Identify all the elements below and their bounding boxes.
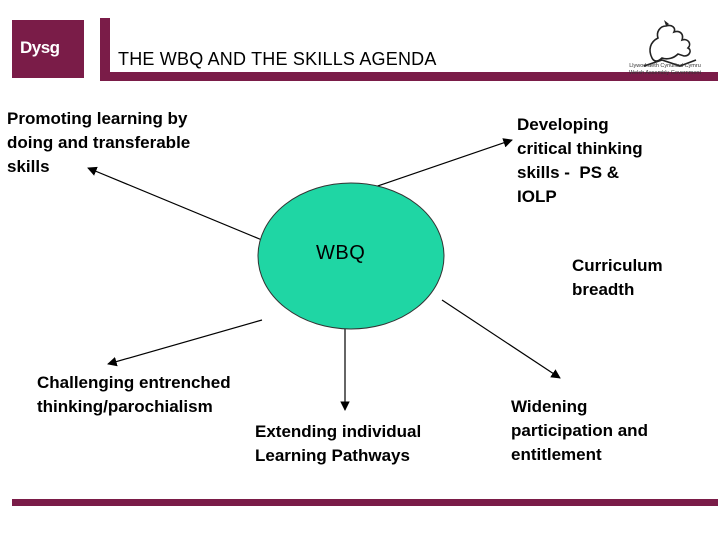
arrow-to-challenging — [107, 319, 263, 367]
dragon-crest-icon — [643, 20, 697, 67]
node-curriculum-breadth: Curriculum breadth — [572, 256, 663, 299]
dysg-logo: Dysg — [12, 20, 84, 78]
arrow-to-widening — [441, 299, 561, 379]
page-title: THE WBQ AND THE SKILLS AGENDA — [118, 49, 437, 69]
header-rule — [100, 72, 718, 81]
node-widening-participation: Widening participation and entitlement — [511, 397, 648, 464]
wbq-center-ellipse — [257, 182, 445, 330]
node-extending-pathways: Extending individual Learning Pathways — [255, 422, 422, 465]
header-vertical-bar — [100, 18, 110, 80]
node-promoting-learning: Promoting learning by doing and transfer… — [7, 109, 191, 176]
arrow-to-developing — [365, 138, 513, 191]
node-challenging-entrenched: Challenging entrenched thinking/parochia… — [37, 373, 231, 416]
footer-rule — [12, 499, 718, 506]
node-developing-critical-thinking: Developing critical thinking skills - PS… — [517, 115, 643, 206]
arrow-to-promoting — [87, 166, 263, 241]
wbq-label: WBQ — [316, 242, 366, 264]
crest-line-1: Llywodraeth Cynulliad Cymru — [629, 63, 701, 69]
logo-text: Dysg — [20, 38, 60, 57]
crest-line-2: Welsh Assembly Government — [628, 70, 702, 76]
